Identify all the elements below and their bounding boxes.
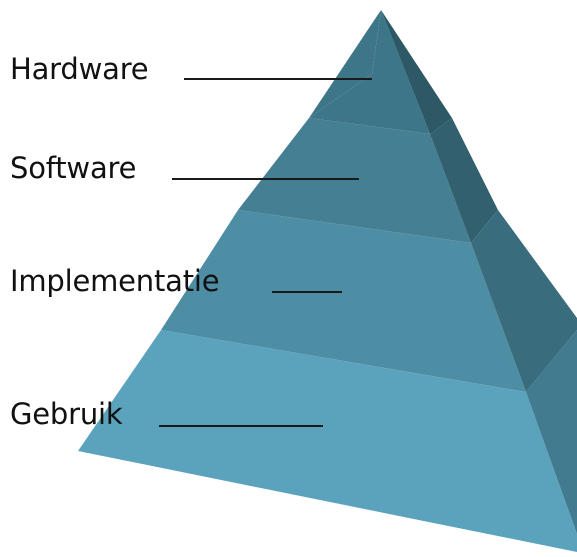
layer-band-implementatie-side [471, 210, 577, 392]
layer-label-software: Software [10, 151, 137, 185]
layer-band-hardware-front [309, 10, 430, 134]
layer-band-implementatie-front [161, 210, 526, 392]
layer-band-software-side [430, 118, 498, 243]
layer-band-software-front [238, 118, 471, 243]
layer-band-hardware-side [381, 10, 452, 134]
layer-band-gebruik-side [526, 330, 577, 534]
layer-band-gebruik-front [78, 330, 577, 552]
layer-label-gebruik: Gebruik [10, 397, 123, 431]
layer-label-hardware: Hardware [10, 52, 149, 86]
layer-label-implementatie: Implementatie [10, 264, 220, 298]
layer-band-tip [309, 10, 381, 118]
